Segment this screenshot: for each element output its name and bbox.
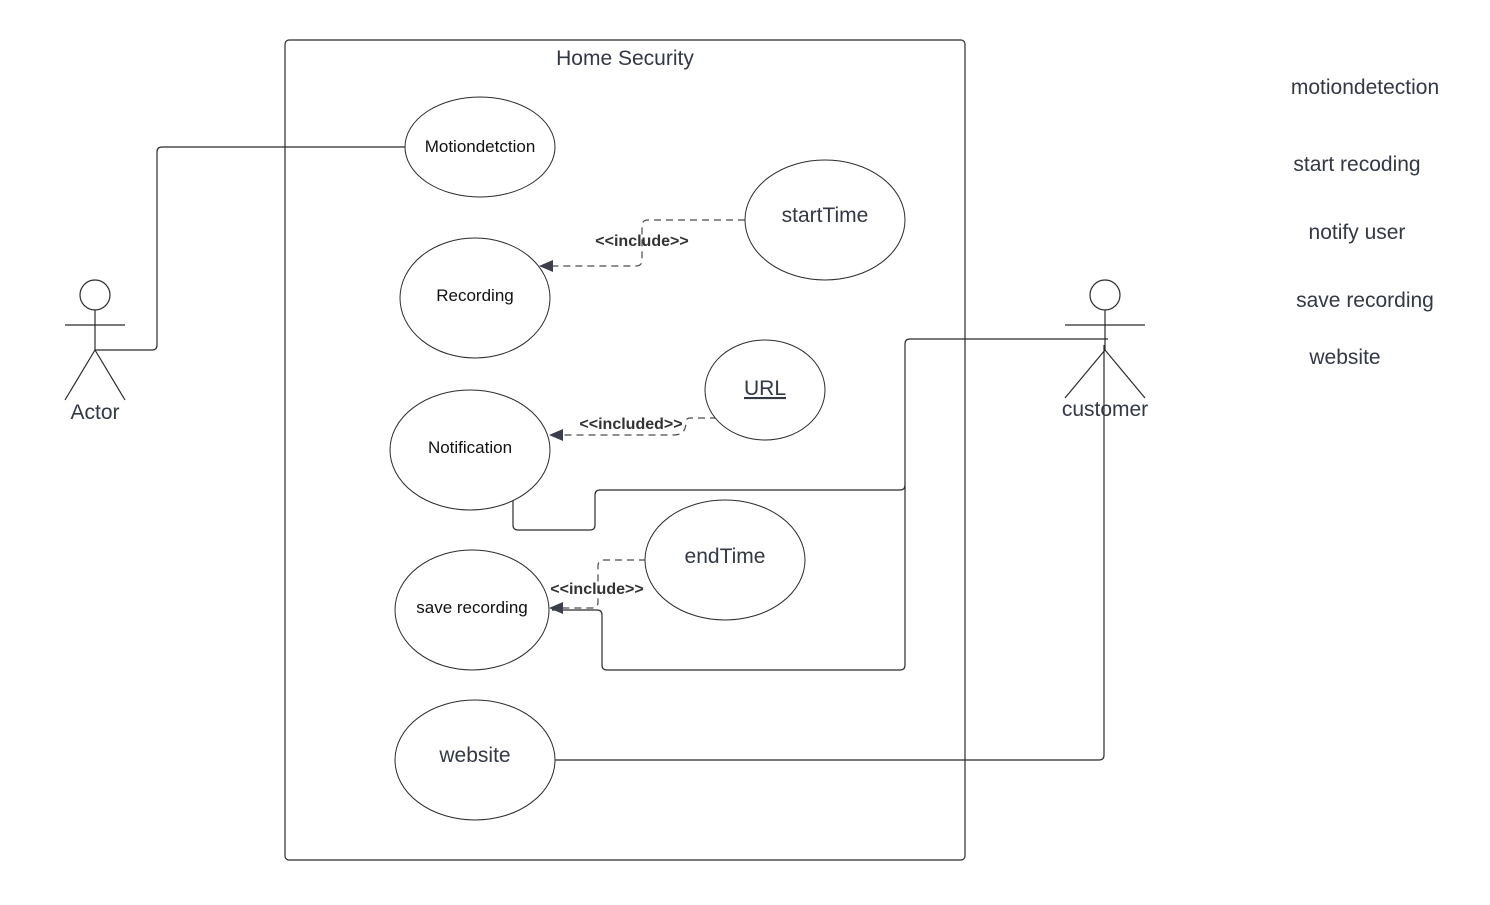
actor-customer-label: customer bbox=[1062, 398, 1148, 421]
include-start-time-recording[interactable] bbox=[539, 219, 745, 272]
note-website: website bbox=[1308, 346, 1380, 369]
use-case-url[interactable]: URL bbox=[704, 339, 826, 441]
association-customer-website[interactable] bbox=[555, 345, 1105, 761]
stick-figure-icon bbox=[1064, 279, 1146, 399]
use-case-notification[interactable]: Notification bbox=[389, 389, 551, 511]
use-case-website-label: website bbox=[438, 744, 510, 767]
use-case-end-time[interactable]: endTime bbox=[644, 499, 806, 621]
use-case-notification-label: Notification bbox=[428, 438, 512, 457]
system-boundary[interactable]: Home Security bbox=[284, 39, 966, 861]
note-save-recording: save recording bbox=[1296, 289, 1434, 312]
actor-left-label: Actor bbox=[70, 401, 119, 424]
include-label-end: <<include>> bbox=[550, 581, 643, 598]
actor-customer[interactable]: customer bbox=[1062, 279, 1148, 421]
use-case-motion[interactable]: Motiondetction bbox=[404, 96, 556, 198]
stick-figure-icon bbox=[64, 279, 126, 401]
system-title: Home Security bbox=[556, 47, 694, 70]
actor-left[interactable]: Actor bbox=[64, 279, 126, 424]
use-case-save-recording-label: save recording bbox=[416, 598, 528, 617]
use-case-start-time-label: startTime bbox=[782, 204, 869, 227]
include-label-start: <<include>> bbox=[595, 233, 688, 250]
use-case-motion-label: Motiondetction bbox=[425, 137, 536, 156]
include-url-notification[interactable] bbox=[549, 417, 717, 441]
use-case-save-recording[interactable]: save recording bbox=[394, 549, 550, 671]
included-label-url: <<included>> bbox=[579, 416, 682, 433]
side-notes: motiondetection start recoding notify us… bbox=[1291, 76, 1439, 369]
note-notify-user: notify user bbox=[1309, 221, 1406, 244]
use-case-url-label: URL bbox=[744, 377, 786, 400]
association-customer-notification[interactable] bbox=[512, 338, 1108, 531]
use-case-recording-label: Recording bbox=[436, 286, 514, 305]
use-case-end-time-label: endTime bbox=[685, 545, 766, 568]
use-case-website[interactable]: website bbox=[394, 699, 556, 821]
note-start-recoding: start recoding bbox=[1293, 153, 1420, 176]
use-case-recording[interactable]: Recording bbox=[399, 237, 551, 359]
use-case-start-time[interactable]: startTime bbox=[744, 159, 906, 281]
association-actor-motion[interactable] bbox=[95, 146, 405, 351]
note-motiondetection: motiondetection bbox=[1291, 76, 1439, 99]
association-customer-save-recording[interactable] bbox=[552, 485, 906, 671]
